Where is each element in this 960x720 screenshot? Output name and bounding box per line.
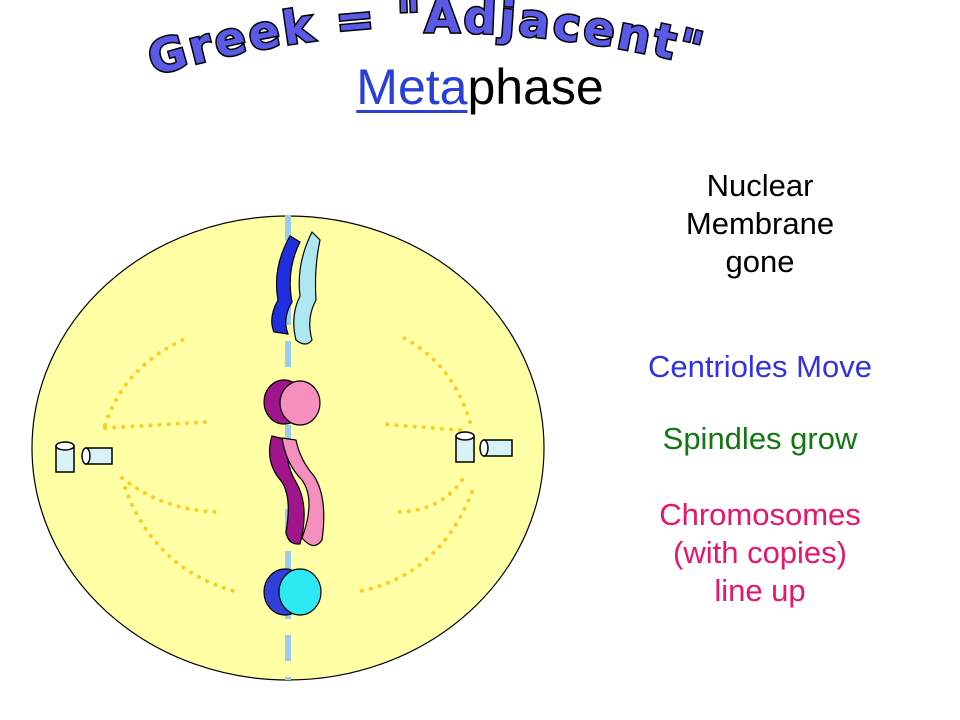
label-line: Nuclear bbox=[706, 168, 814, 203]
label-line: Chromosomes bbox=[659, 497, 861, 532]
blue-chromosome bbox=[271, 230, 321, 345]
pink-s-chromosome bbox=[269, 435, 325, 547]
pink-round-chromosome bbox=[263, 379, 321, 426]
label-chromosomes: Chromosomes (with copies) line up bbox=[595, 496, 925, 610]
label-line: line up bbox=[714, 573, 806, 608]
label-line: Membrane bbox=[685, 206, 835, 241]
label-centrioles: Centrioles Move bbox=[648, 349, 872, 384]
cyan-chromosome bbox=[263, 568, 322, 616]
left-centrioles bbox=[55, 441, 113, 473]
label-spindles: Spindles grow bbox=[662, 421, 858, 456]
label-line: (with copies) bbox=[673, 535, 847, 570]
right-centrioles bbox=[455, 431, 513, 463]
label-nuclear-membrane: Nuclear Membrane gone bbox=[595, 167, 925, 281]
spindle-fibers bbox=[103, 334, 474, 594]
title-prefix: Meta bbox=[356, 59, 468, 115]
label-line: gone bbox=[725, 244, 795, 279]
page-title: Metaphase bbox=[0, 58, 960, 116]
title-suffix: phase bbox=[467, 59, 604, 115]
